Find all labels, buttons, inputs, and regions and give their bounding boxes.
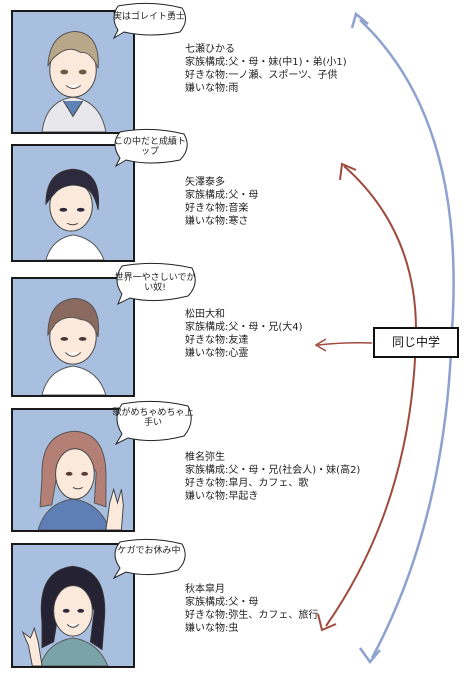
speech-text-4: 歌がめちゃめちゃ上手い bbox=[112, 408, 194, 428]
character-info-3: 松田大和 家族構成:父・母・兄(大4) 好きな物:友達 嫌いな物:心霊 bbox=[185, 308, 303, 360]
character-portrait-2 bbox=[11, 144, 135, 262]
label-pointer-head bbox=[314, 338, 327, 352]
label-pointer-line bbox=[317, 342, 373, 346]
character-likes: 好きな物:皐月、カフェ、歌 bbox=[185, 478, 309, 489]
character-likes: 好きな物:友達 bbox=[185, 335, 249, 346]
character-name: 秋本皐月 bbox=[185, 584, 225, 595]
character-dislikes: 嫌いな物:雨 bbox=[185, 83, 239, 94]
speech-bubble-4: 歌がめちゃめちゃ上手い bbox=[112, 400, 194, 446]
blue-arrow-head-bottom bbox=[358, 647, 381, 665]
character-likes: 好きな物:弥生、カフェ、旅行 bbox=[185, 610, 319, 621]
speech-text-2: この中だと成績トップ bbox=[113, 137, 186, 157]
speech-text-1: 実はゴレイト勇士 bbox=[112, 12, 185, 22]
red-arrow-line bbox=[325, 165, 418, 627]
speech-text-5: ケガでお休み中 bbox=[117, 546, 181, 556]
character-dislikes: 嫌いな物:虫 bbox=[185, 623, 239, 634]
character-portrait-3 bbox=[11, 277, 135, 397]
character-name: 松田大和 bbox=[185, 309, 225, 320]
red-arrow-head-bottom bbox=[317, 613, 337, 632]
character-portrait-5 bbox=[11, 543, 135, 668]
character-info-4: 椎名弥生 家族構成:父・母・兄(社会人)・妹(高2) 好きな物:皐月、カフェ、歌… bbox=[185, 451, 360, 503]
speech-bubble-5: ケガでお休み中 bbox=[110, 538, 188, 580]
character-name: 矢澤泰多 bbox=[185, 177, 225, 188]
portrait-1-illustration bbox=[13, 12, 133, 132]
character-portrait-4 bbox=[11, 408, 135, 532]
character-name: 七瀬ひかる bbox=[185, 44, 235, 55]
character-portrait-1 bbox=[11, 10, 135, 134]
character-dislikes: 嫌いな物:心霊 bbox=[185, 348, 249, 359]
character-family: 家族構成:父・母・妹(中1)・弟(小1) bbox=[185, 57, 347, 68]
character-family: 家族構成:父・母 bbox=[185, 597, 259, 608]
character-dislikes: 嫌いな物:寒さ bbox=[185, 216, 249, 227]
speech-bubble-3: 世界一やさしいでかい奴! bbox=[112, 262, 198, 306]
portrait-2-illustration bbox=[13, 146, 133, 260]
red-arrow-head-top bbox=[339, 162, 357, 181]
speech-text-3: 世界一やさしいでかい奴! bbox=[114, 273, 196, 293]
character-dislikes: 嫌いな物:早起き bbox=[185, 491, 259, 502]
character-info-2: 矢澤泰多 家族構成:父・母 好きな物:音楽 嫌いな物:寒さ bbox=[185, 176, 258, 228]
portrait-5-illustration bbox=[13, 545, 133, 666]
character-info-5: 秋本皐月 家族構成:父・母 好きな物:弥生、カフェ、旅行 嫌いな物:虫 bbox=[185, 583, 318, 635]
speech-bubble-2: この中だと成績トップ bbox=[110, 128, 190, 168]
character-likes: 好きな物:音楽 bbox=[185, 203, 249, 214]
character-likes: 好きな物:一ノ瀬、スポーツ、子供 bbox=[185, 70, 338, 81]
character-family: 家族構成:父・母 bbox=[185, 190, 259, 201]
portrait-3-illustration bbox=[13, 279, 133, 395]
speech-bubble-1: 実はゴレイト勇士 bbox=[110, 2, 188, 40]
character-info-1: 七瀬ひかる 家族構成:父・母・妹(中1)・弟(小1) 好きな物:一ノ瀬、スポーツ… bbox=[185, 43, 347, 95]
portrait-4-illustration bbox=[13, 410, 133, 530]
character-family: 家族構成:父・母・兄(大4) bbox=[185, 322, 303, 333]
group-label-box: 同じ中学 bbox=[373, 327, 459, 358]
character-family: 家族構成:父・母・兄(社会人)・妹(高2) bbox=[185, 465, 361, 476]
blue-arrow-head-top bbox=[350, 11, 369, 29]
character-name: 椎名弥生 bbox=[185, 452, 225, 463]
